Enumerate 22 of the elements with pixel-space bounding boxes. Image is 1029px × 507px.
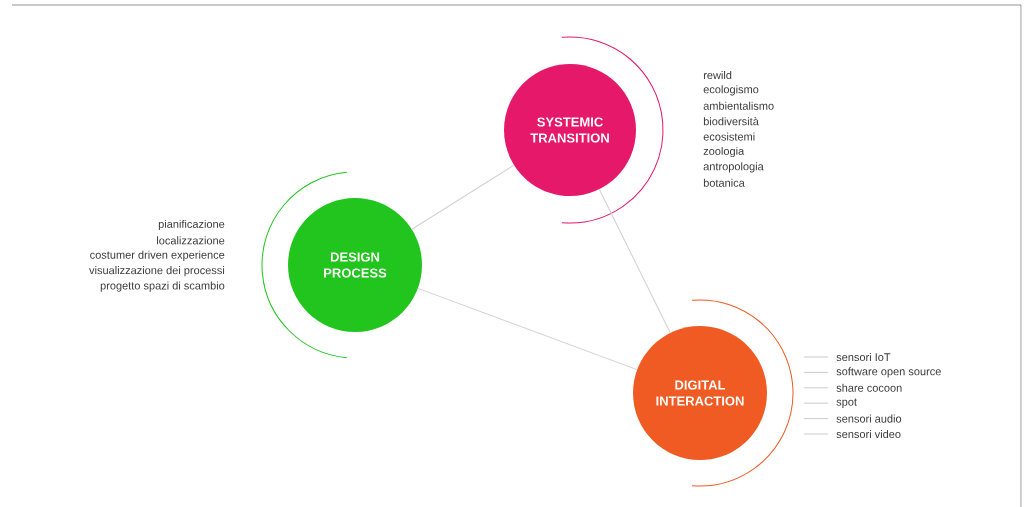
list-item: pianificazione <box>158 219 225 231</box>
list-item: visualizzazione dei processi <box>89 266 225 277</box>
list-item: progetto spazi di scambio <box>100 281 225 292</box>
list-item: biodiversità <box>703 117 759 126</box>
list-item: spot <box>836 398 857 408</box>
list-item: sensori IoT <box>836 352 891 362</box>
list-item: costumer driven experience <box>90 250 225 261</box>
list-item: botanica <box>703 178 745 187</box>
list-item: sensori video <box>836 429 901 439</box>
connector-line <box>598 188 671 334</box>
list-item: zoologia <box>703 146 745 158</box>
list-item: sensori audio <box>836 414 902 423</box>
connector-line <box>417 287 638 371</box>
list-item: ambientalismo <box>703 101 774 110</box>
list-item: ecologismo <box>703 85 759 96</box>
list-item: rewild <box>703 70 732 80</box>
list-item: antropologia <box>703 162 764 173</box>
list-item: software open source <box>836 367 941 378</box>
list-item: localizzazione <box>157 236 225 245</box>
list-item: ecosistemi <box>703 132 755 141</box>
list-item: share cocoon <box>836 383 902 392</box>
connector-line <box>411 164 515 230</box>
